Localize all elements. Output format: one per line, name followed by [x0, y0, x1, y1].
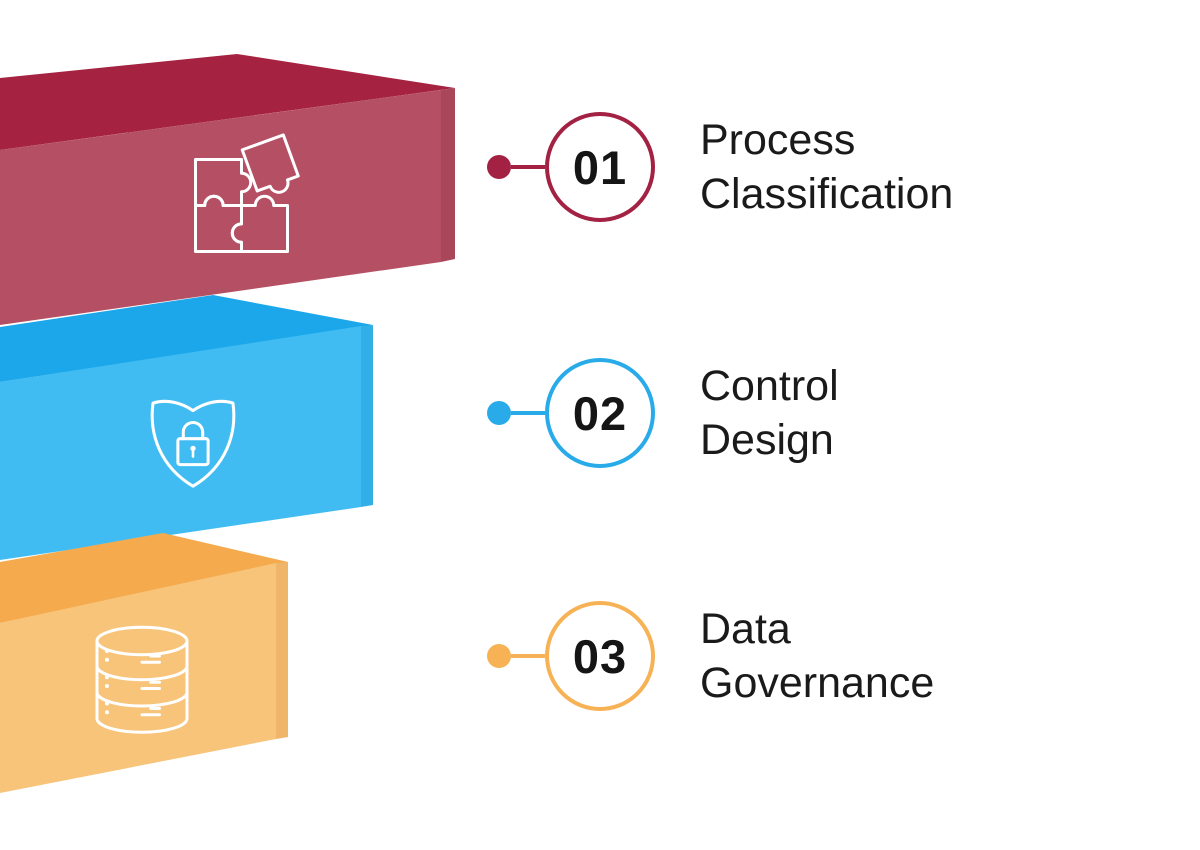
step-row-2: 02 Control Design [487, 357, 839, 469]
connector-dot [487, 401, 511, 425]
connector-dot [487, 155, 511, 179]
step-row-3: 03 Data Governance [487, 600, 934, 712]
connector-line [511, 654, 545, 658]
number-circle: 03 [545, 601, 655, 711]
bar-process-classification [0, 54, 455, 325]
bar-data-governance [0, 533, 288, 793]
step-label-line1: Control [700, 362, 839, 410]
step-label-line1: Data [700, 605, 791, 653]
step-label-line2: Design [700, 416, 834, 464]
connector-dot [487, 644, 511, 668]
connector-line [511, 165, 545, 169]
database-icon [95, 625, 189, 734]
shield-lock-icon [150, 399, 236, 488]
step-number: 03 [572, 629, 628, 683]
step-label-line1: Process [700, 116, 856, 164]
step-label: Process Classification [700, 113, 953, 221]
step-label: Data Governance [700, 602, 934, 710]
step-label-line2: Classification [700, 170, 954, 218]
step-number: 01 [572, 140, 628, 194]
connector-line [511, 411, 545, 415]
step-row-1: 01 Process Classification [487, 111, 953, 223]
puzzle-icon [194, 133, 300, 253]
step-label-line2: Governance [700, 659, 935, 707]
step-label: Control Design [700, 359, 839, 467]
number-circle: 02 [545, 358, 655, 468]
number-circle: 01 [545, 112, 655, 222]
step-number: 02 [572, 386, 628, 440]
bar-control-design [0, 295, 373, 560]
